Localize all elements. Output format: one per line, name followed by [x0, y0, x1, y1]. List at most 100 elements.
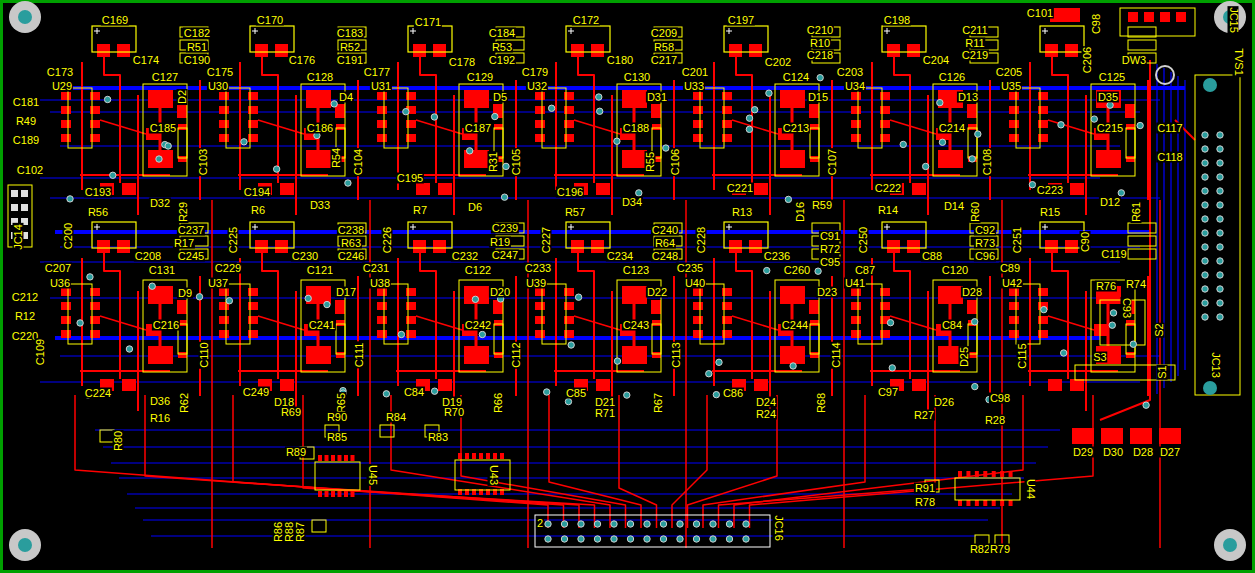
component-designator: C214	[938, 123, 966, 134]
component-designator: C243	[622, 320, 650, 331]
ic-pad	[1009, 92, 1019, 100]
via	[565, 398, 571, 404]
component-designator: R59	[811, 200, 833, 211]
component-designator: R70	[443, 407, 465, 418]
component-designator: C186	[306, 123, 334, 134]
pad	[809, 300, 819, 314]
component-designator: D35	[1097, 92, 1119, 103]
component-designator: C217	[650, 55, 678, 66]
component-designator: C111	[354, 342, 365, 369]
ic-outline	[1091, 280, 1135, 372]
diode-outline	[652, 324, 661, 354]
via	[545, 536, 551, 542]
component-designator: C201	[681, 67, 709, 78]
component-designator: C198	[883, 15, 911, 26]
trace	[1048, 316, 1094, 330]
pad	[148, 90, 173, 108]
ic-outline	[68, 284, 92, 344]
component-designator: D6	[467, 202, 483, 213]
trace	[357, 276, 359, 396]
pad	[1045, 240, 1058, 253]
via	[1202, 174, 1208, 180]
ic-pad	[851, 316, 861, 324]
pad	[571, 44, 584, 57]
connector-pin	[11, 204, 18, 211]
component-designator: C117	[1156, 123, 1183, 134]
component-designator: C123	[622, 265, 650, 276]
ic-pad	[219, 134, 229, 142]
pad	[912, 183, 926, 195]
via	[790, 363, 796, 369]
pad	[255, 240, 268, 253]
via	[1202, 258, 1208, 264]
mounting-hole	[9, 1, 41, 33]
pad	[591, 240, 604, 253]
diode-outline	[336, 324, 345, 354]
pad	[464, 346, 489, 364]
component-designator: D14	[943, 201, 965, 212]
pad	[413, 240, 426, 253]
ic-pad	[219, 106, 229, 114]
component-designator: C242	[464, 320, 492, 331]
component-designator: C173	[46, 67, 74, 78]
ic-outline	[700, 88, 724, 148]
trace	[295, 291, 297, 411]
ic-pin	[1000, 471, 1004, 477]
via	[764, 267, 770, 273]
ic-pad	[535, 288, 545, 296]
component-designator: D15	[807, 92, 829, 103]
via	[815, 268, 821, 274]
via	[922, 163, 928, 169]
component-designator: C202	[764, 57, 792, 68]
component-designator: C183	[336, 28, 364, 39]
ic-pad	[219, 288, 229, 296]
ic-pad	[377, 316, 387, 324]
via	[611, 536, 617, 542]
component-designator: C250	[858, 226, 869, 254]
mounting-hole	[1214, 1, 1246, 33]
signal-trace	[95, 429, 1060, 430]
via	[627, 521, 633, 527]
pad	[1126, 320, 1135, 326]
component-designator: C178	[448, 57, 476, 68]
via	[1109, 322, 1115, 328]
component-designator: 2	[536, 518, 544, 529]
component-designator: R53	[491, 42, 513, 53]
component-designator: C102	[16, 165, 44, 176]
component-designator: U37	[207, 278, 229, 289]
led-pad	[1101, 428, 1123, 444]
component-designator: C90	[1080, 231, 1091, 253]
silkscreen	[8, 8, 1240, 547]
pad	[122, 379, 136, 391]
pad	[907, 44, 920, 57]
signal-trace	[103, 446, 1048, 447]
via	[1202, 132, 1208, 138]
ic-pin	[325, 455, 329, 461]
via	[578, 521, 584, 527]
pad	[464, 90, 489, 108]
component-designator: C219	[961, 50, 989, 61]
pad	[596, 379, 610, 391]
component-designator: C244	[781, 320, 809, 331]
ic-pad	[693, 316, 703, 324]
component-designator: C104	[353, 148, 364, 176]
trace	[75, 395, 548, 528]
component-designator: R17	[173, 238, 195, 249]
via	[939, 139, 945, 145]
capacitor-outline	[408, 222, 452, 248]
component-designator: R66	[493, 392, 504, 414]
mounting-hole	[1156, 66, 1174, 84]
pad	[1160, 12, 1170, 22]
via	[1041, 306, 1047, 312]
trace	[555, 258, 557, 386]
via	[726, 536, 732, 542]
diode-outline	[1126, 128, 1135, 158]
ic-pin	[465, 453, 469, 459]
component-designator: R6	[250, 205, 266, 216]
via	[1202, 146, 1208, 152]
component-designator: R67	[653, 392, 664, 414]
ic-pad	[535, 92, 545, 100]
trace	[732, 120, 778, 134]
